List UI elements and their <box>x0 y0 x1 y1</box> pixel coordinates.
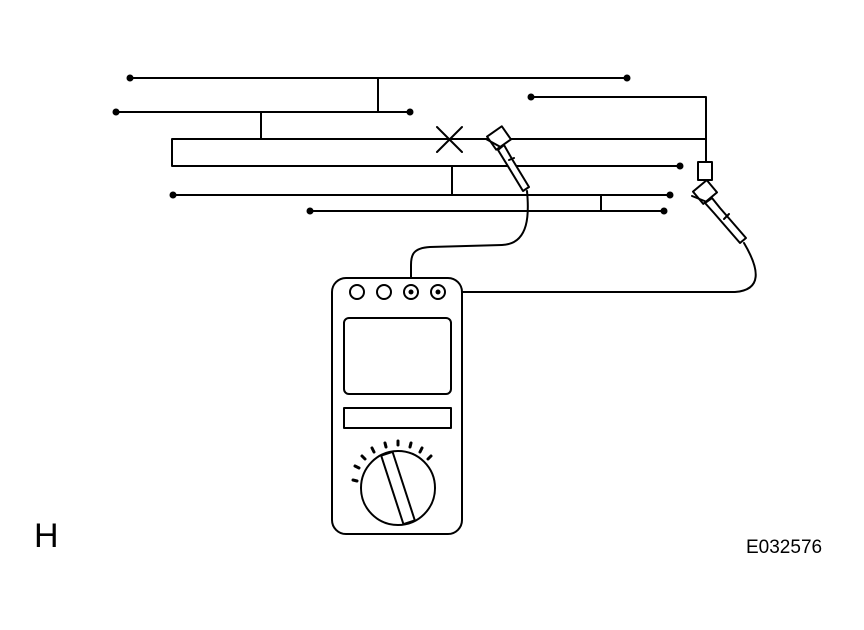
wire-end-dot <box>406 108 414 116</box>
dial-tick <box>426 454 433 461</box>
dial-tick <box>418 446 424 454</box>
input-jack-4-plug <box>435 289 441 295</box>
input-jack-1 <box>349 284 365 300</box>
probe-left-body <box>497 144 530 192</box>
dial-tick <box>370 446 376 454</box>
multimeter <box>331 277 463 535</box>
probe-left-stripe <box>508 157 515 161</box>
input-jack-2 <box>376 284 392 300</box>
rotary-selector-dial <box>360 450 436 526</box>
panel-letter: H <box>34 517 59 555</box>
rotary-selector-pointer <box>380 450 416 526</box>
dial-scale-ticks <box>351 439 433 483</box>
test-probe-right <box>691 161 747 244</box>
wire-3-loop <box>171 138 707 167</box>
probe-right-body <box>704 197 747 244</box>
display-screen <box>343 317 452 395</box>
wire-end-dot <box>623 74 631 82</box>
wire-end-dot <box>527 93 535 101</box>
dial-tick <box>353 464 361 470</box>
wire-end-dot <box>676 162 684 170</box>
status-bar <box>343 407 452 429</box>
wire-6 <box>530 96 707 163</box>
wire-end-dot <box>660 207 668 215</box>
dial-tick <box>383 441 388 449</box>
probe-lead-right <box>439 242 757 293</box>
probe-lead-left <box>410 190 529 288</box>
wire-end-dot <box>112 108 120 116</box>
probe-right-connector <box>697 161 713 181</box>
input-jack-3-plug <box>408 289 414 295</box>
dial-tick <box>360 454 367 461</box>
wire-end-dot <box>126 74 134 82</box>
probe-right-stripe <box>723 213 730 220</box>
wire-end-dot <box>666 191 674 199</box>
wire-end-dot <box>306 207 314 215</box>
test-probe-left <box>485 125 530 192</box>
dial-tick <box>408 441 413 449</box>
figure-id: E032576 <box>746 537 823 558</box>
open-circuit-mark-b <box>436 126 463 153</box>
dial-tick <box>351 478 359 483</box>
wire-end-dot <box>169 191 177 199</box>
wire-end-dots <box>112 74 684 215</box>
wiring-harness <box>115 77 707 212</box>
